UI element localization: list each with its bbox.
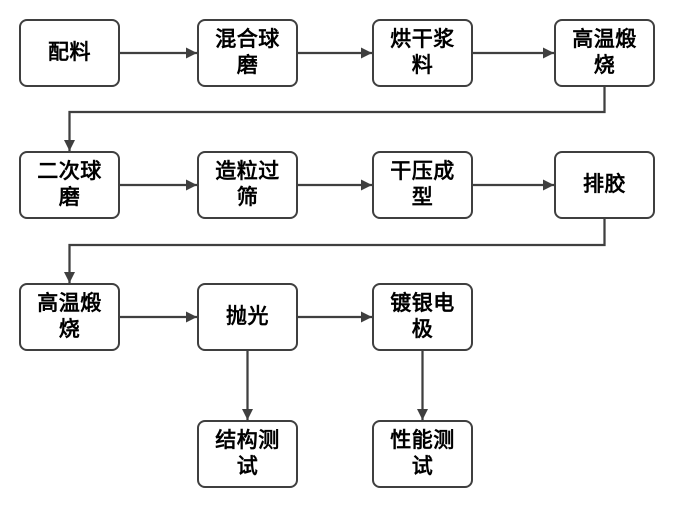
flow-node-jiegou-ceshi: 结构测 试 [197, 420, 298, 488]
flow-node-paijiao: 排胶 [554, 151, 655, 219]
flow-node-paoguang: 抛光 [197, 283, 298, 351]
flow-node-gaowen-duanshao-2: 高温煅 烧 [19, 283, 120, 351]
flow-node-ganya-chengxing: 干压成 型 [372, 151, 473, 219]
edge-arrow-duanshao1-erciqiumo [64, 87, 606, 151]
flow-node-duyin-dianji: 镀银电 极 [372, 283, 473, 351]
flow-node-peiliao: 配料 [19, 19, 120, 87]
flow-node-erci-qiumo: 二次球 磨 [19, 151, 120, 219]
flow-node-honggan-jiangliao: 烘干浆 料 [372, 19, 473, 87]
flow-node-xingneng-ceshi: 性能测 试 [372, 420, 473, 488]
flow-node-gaowen-duanshao-1: 高温煅 烧 [554, 19, 655, 87]
edge-arrow-paijiao-duanshao2 [64, 219, 606, 283]
flow-node-zaoli-guoshai: 造粒过 筛 [197, 151, 298, 219]
flow-node-hunhe-qiumo: 混合球 磨 [197, 19, 298, 87]
